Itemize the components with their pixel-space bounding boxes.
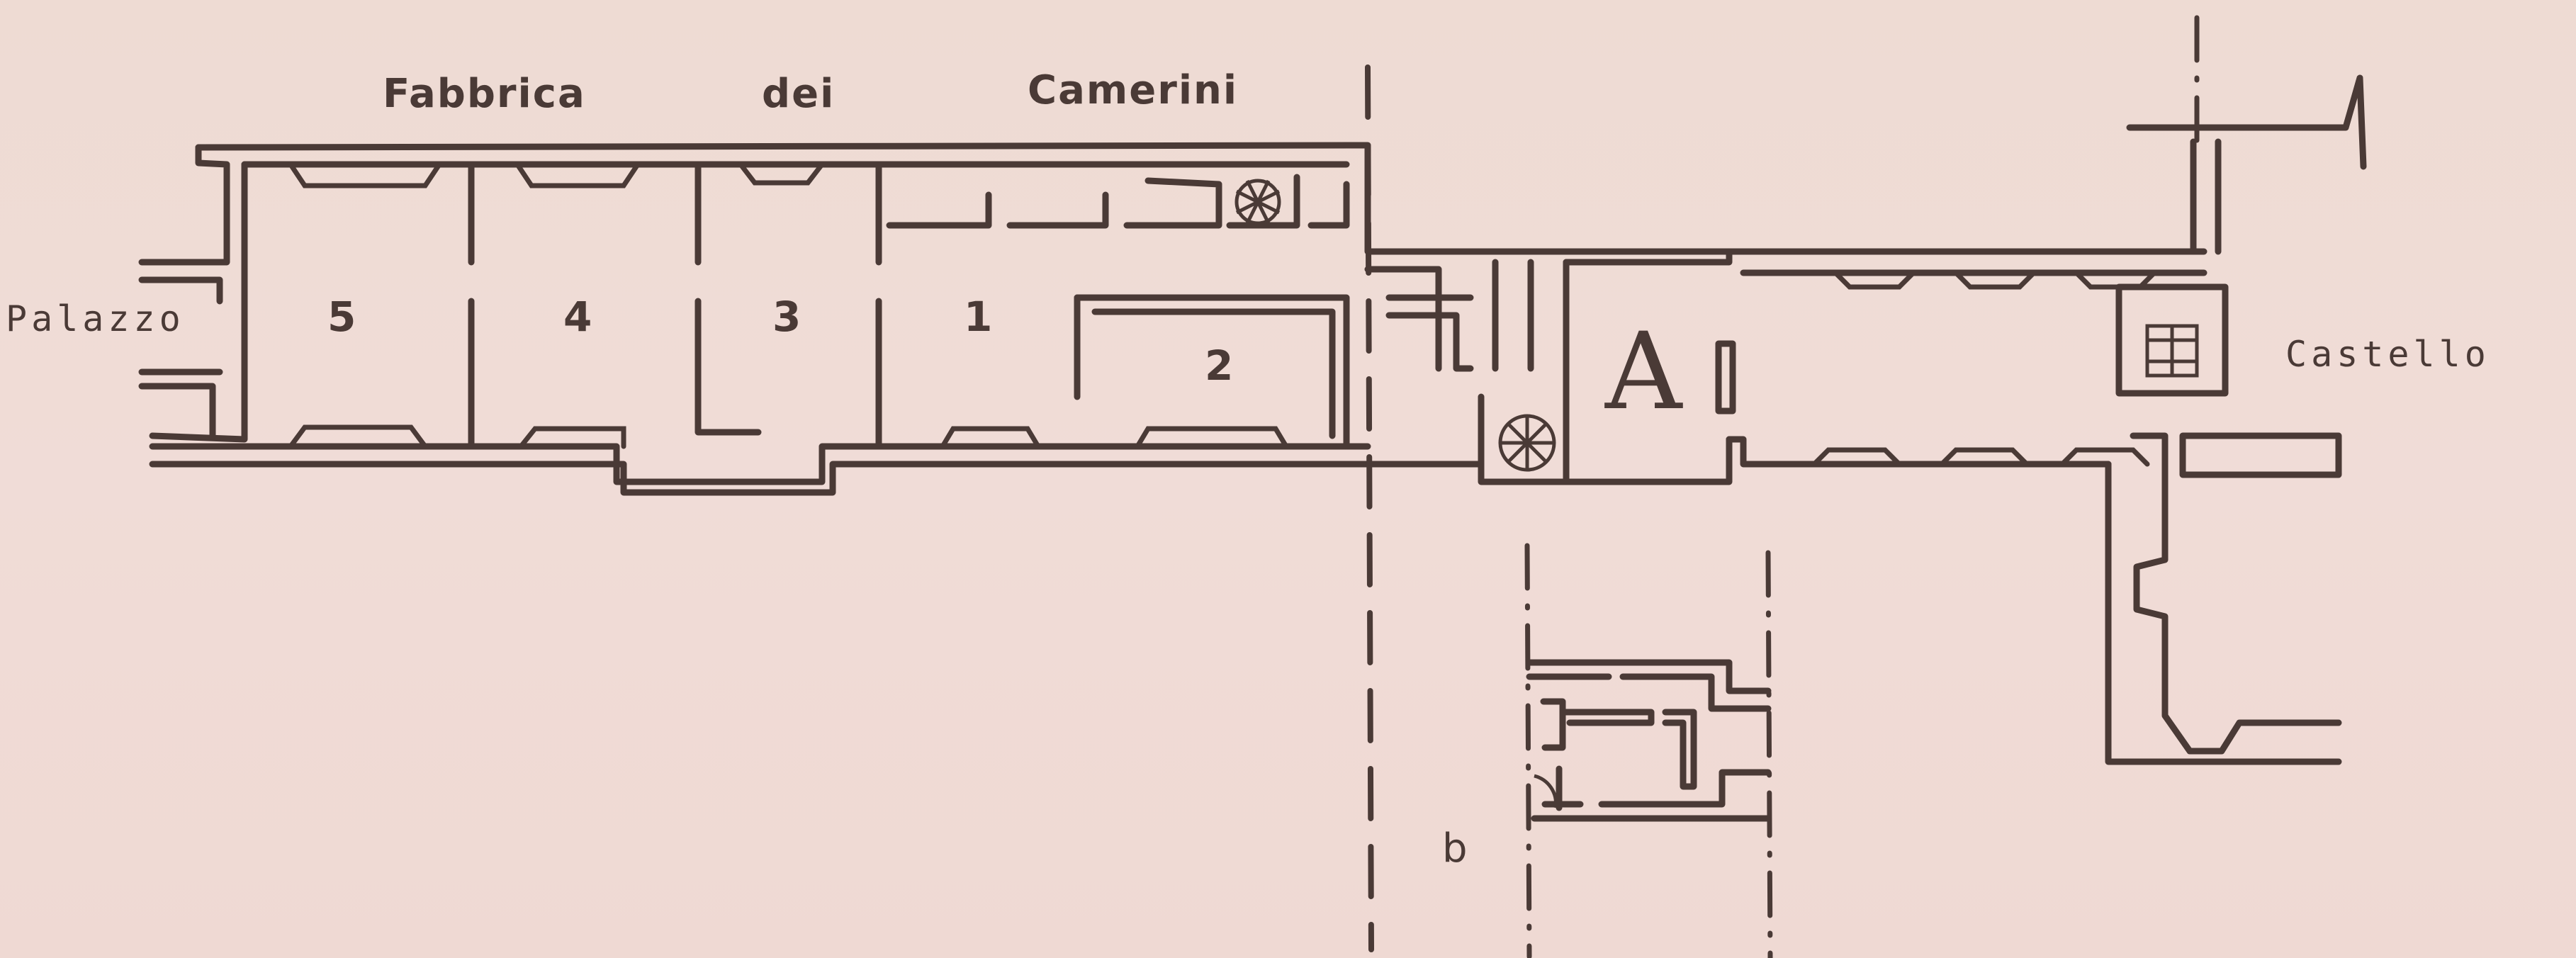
main-building-walls — [138, 74, 2367, 765]
section-line-main — [1365, 64, 1374, 952]
label-castello: Castello — [2285, 334, 2490, 375]
detail-b-drawing — [1524, 543, 1773, 958]
room-label-3: 3 — [772, 293, 802, 341]
stair-castello — [2145, 324, 2199, 378]
spiral-stair-east — [1498, 414, 1556, 472]
room-label-1: 1 — [964, 293, 993, 341]
detail-marker-b: b — [1442, 825, 1468, 872]
spiral-stair-camerini — [1234, 179, 1281, 225]
room-label-4: 4 — [563, 293, 592, 341]
title-word-camerini: Camerini — [1028, 67, 1239, 113]
section-marker-a: A — [1605, 310, 1682, 434]
title-word-fabbrica: Fabbrica — [383, 71, 586, 117]
label-palazzo: Palazzo — [6, 298, 185, 339]
room-label-2: 2 — [1205, 342, 1234, 390]
title-word-dei: dei — [762, 71, 836, 117]
room-label-5: 5 — [327, 293, 356, 341]
